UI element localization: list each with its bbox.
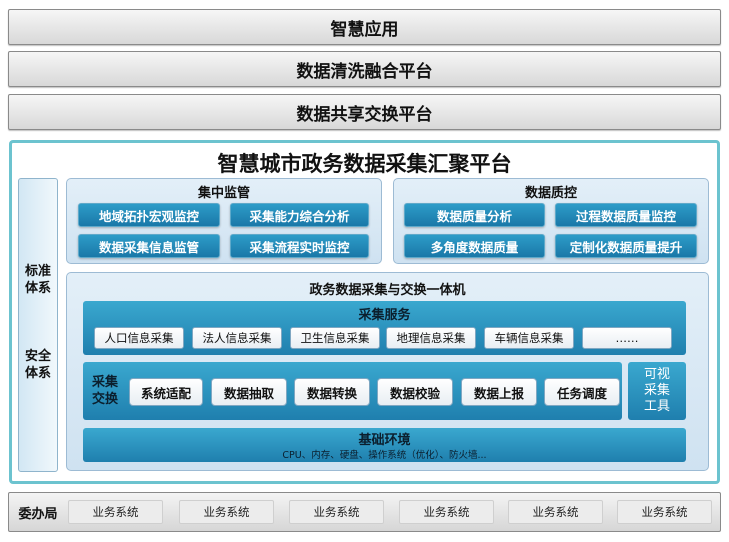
exchange-label-line: 采集 (91, 375, 118, 390)
security-system-label: 安全 体系 (18, 347, 58, 383)
layer-data-cleansing: 数据清洗融合平台 (8, 51, 721, 87)
visual-collect-tool: 可视 采集 工具 (628, 362, 686, 420)
side-text-line: 体系 (24, 281, 51, 296)
side-column (18, 178, 58, 472)
side-text-line: 标准 (24, 264, 51, 279)
side-text-line: 体系 (24, 366, 51, 381)
exchange-item: 数据上报 (461, 378, 537, 406)
visual-tool-line: 可视 (643, 367, 670, 382)
business-system: 业务系统 (289, 500, 384, 524)
visual-tool-line: 工具 (643, 399, 670, 414)
collect-service-item: 卫生信息采集 (290, 327, 380, 349)
base-env-band (83, 428, 686, 462)
base-env-title: 基础环境 (358, 433, 411, 448)
layer-smart-apps: 智慧应用 (8, 9, 721, 45)
exchange-item: 数据抽取 (211, 378, 287, 406)
quality-item: 数据质量分析 (404, 203, 545, 227)
visual-tool-line: 采集 (643, 383, 670, 398)
monitor-item: 数据采集信息监管 (78, 234, 220, 258)
side-text-line: 安全 (24, 349, 51, 364)
exchange-item: 任务调度 (544, 378, 620, 406)
business-system: 业务系统 (68, 500, 163, 524)
business-system: 业务系统 (508, 500, 603, 524)
business-system: 业务系统 (617, 500, 712, 524)
collect-service-item: 法人信息采集 (192, 327, 282, 349)
collect-service-item: 车辆信息采集 (484, 327, 574, 349)
exchange-item: 数据转换 (294, 378, 370, 406)
collect-service-item: 人口信息采集 (94, 327, 184, 349)
exchange-label-line: 交换 (91, 392, 118, 407)
base-env-subtitle: CPU、内存、硬盘、操作系统（优化）、防火墙... (282, 449, 487, 461)
quality-title: 数据质控 (524, 185, 577, 201)
layer-label: 智慧应用 (330, 19, 399, 40)
collect-service-title: 采集服务 (358, 307, 411, 323)
exchange-label: 采集 交换 (85, 372, 125, 410)
monitor-title: 集中监管 (197, 185, 250, 201)
monitor-item: 采集流程实时监控 (230, 234, 369, 258)
business-system: 业务系统 (179, 500, 274, 524)
business-system: 业务系统 (399, 500, 494, 524)
layer-label: 数据清洗融合平台 (296, 61, 433, 82)
quality-item: 过程数据质量监控 (555, 203, 697, 227)
quality-item: 多角度数据质量 (404, 234, 545, 258)
collect-service-item: 地理信息采集 (386, 327, 476, 349)
collect-service-item-more: …… (582, 327, 672, 349)
bottom-label: 委办局 (18, 506, 58, 522)
layer-label: 数据共享交换平台 (296, 104, 433, 125)
layer-data-sharing: 数据共享交换平台 (8, 94, 721, 130)
platform-title: 智慧城市政务数据采集汇聚平台 (217, 152, 512, 176)
machine-title: 政务数据采集与交换一体机 (309, 282, 466, 298)
monitor-item: 采集能力综合分析 (230, 203, 369, 227)
standard-system-label: 标准 体系 (18, 262, 58, 298)
monitor-item: 地域拓扑宏观监控 (78, 203, 220, 227)
exchange-item: 系统适配 (129, 378, 203, 406)
quality-item: 定制化数据质量提升 (555, 234, 697, 258)
exchange-item: 数据校验 (377, 378, 453, 406)
